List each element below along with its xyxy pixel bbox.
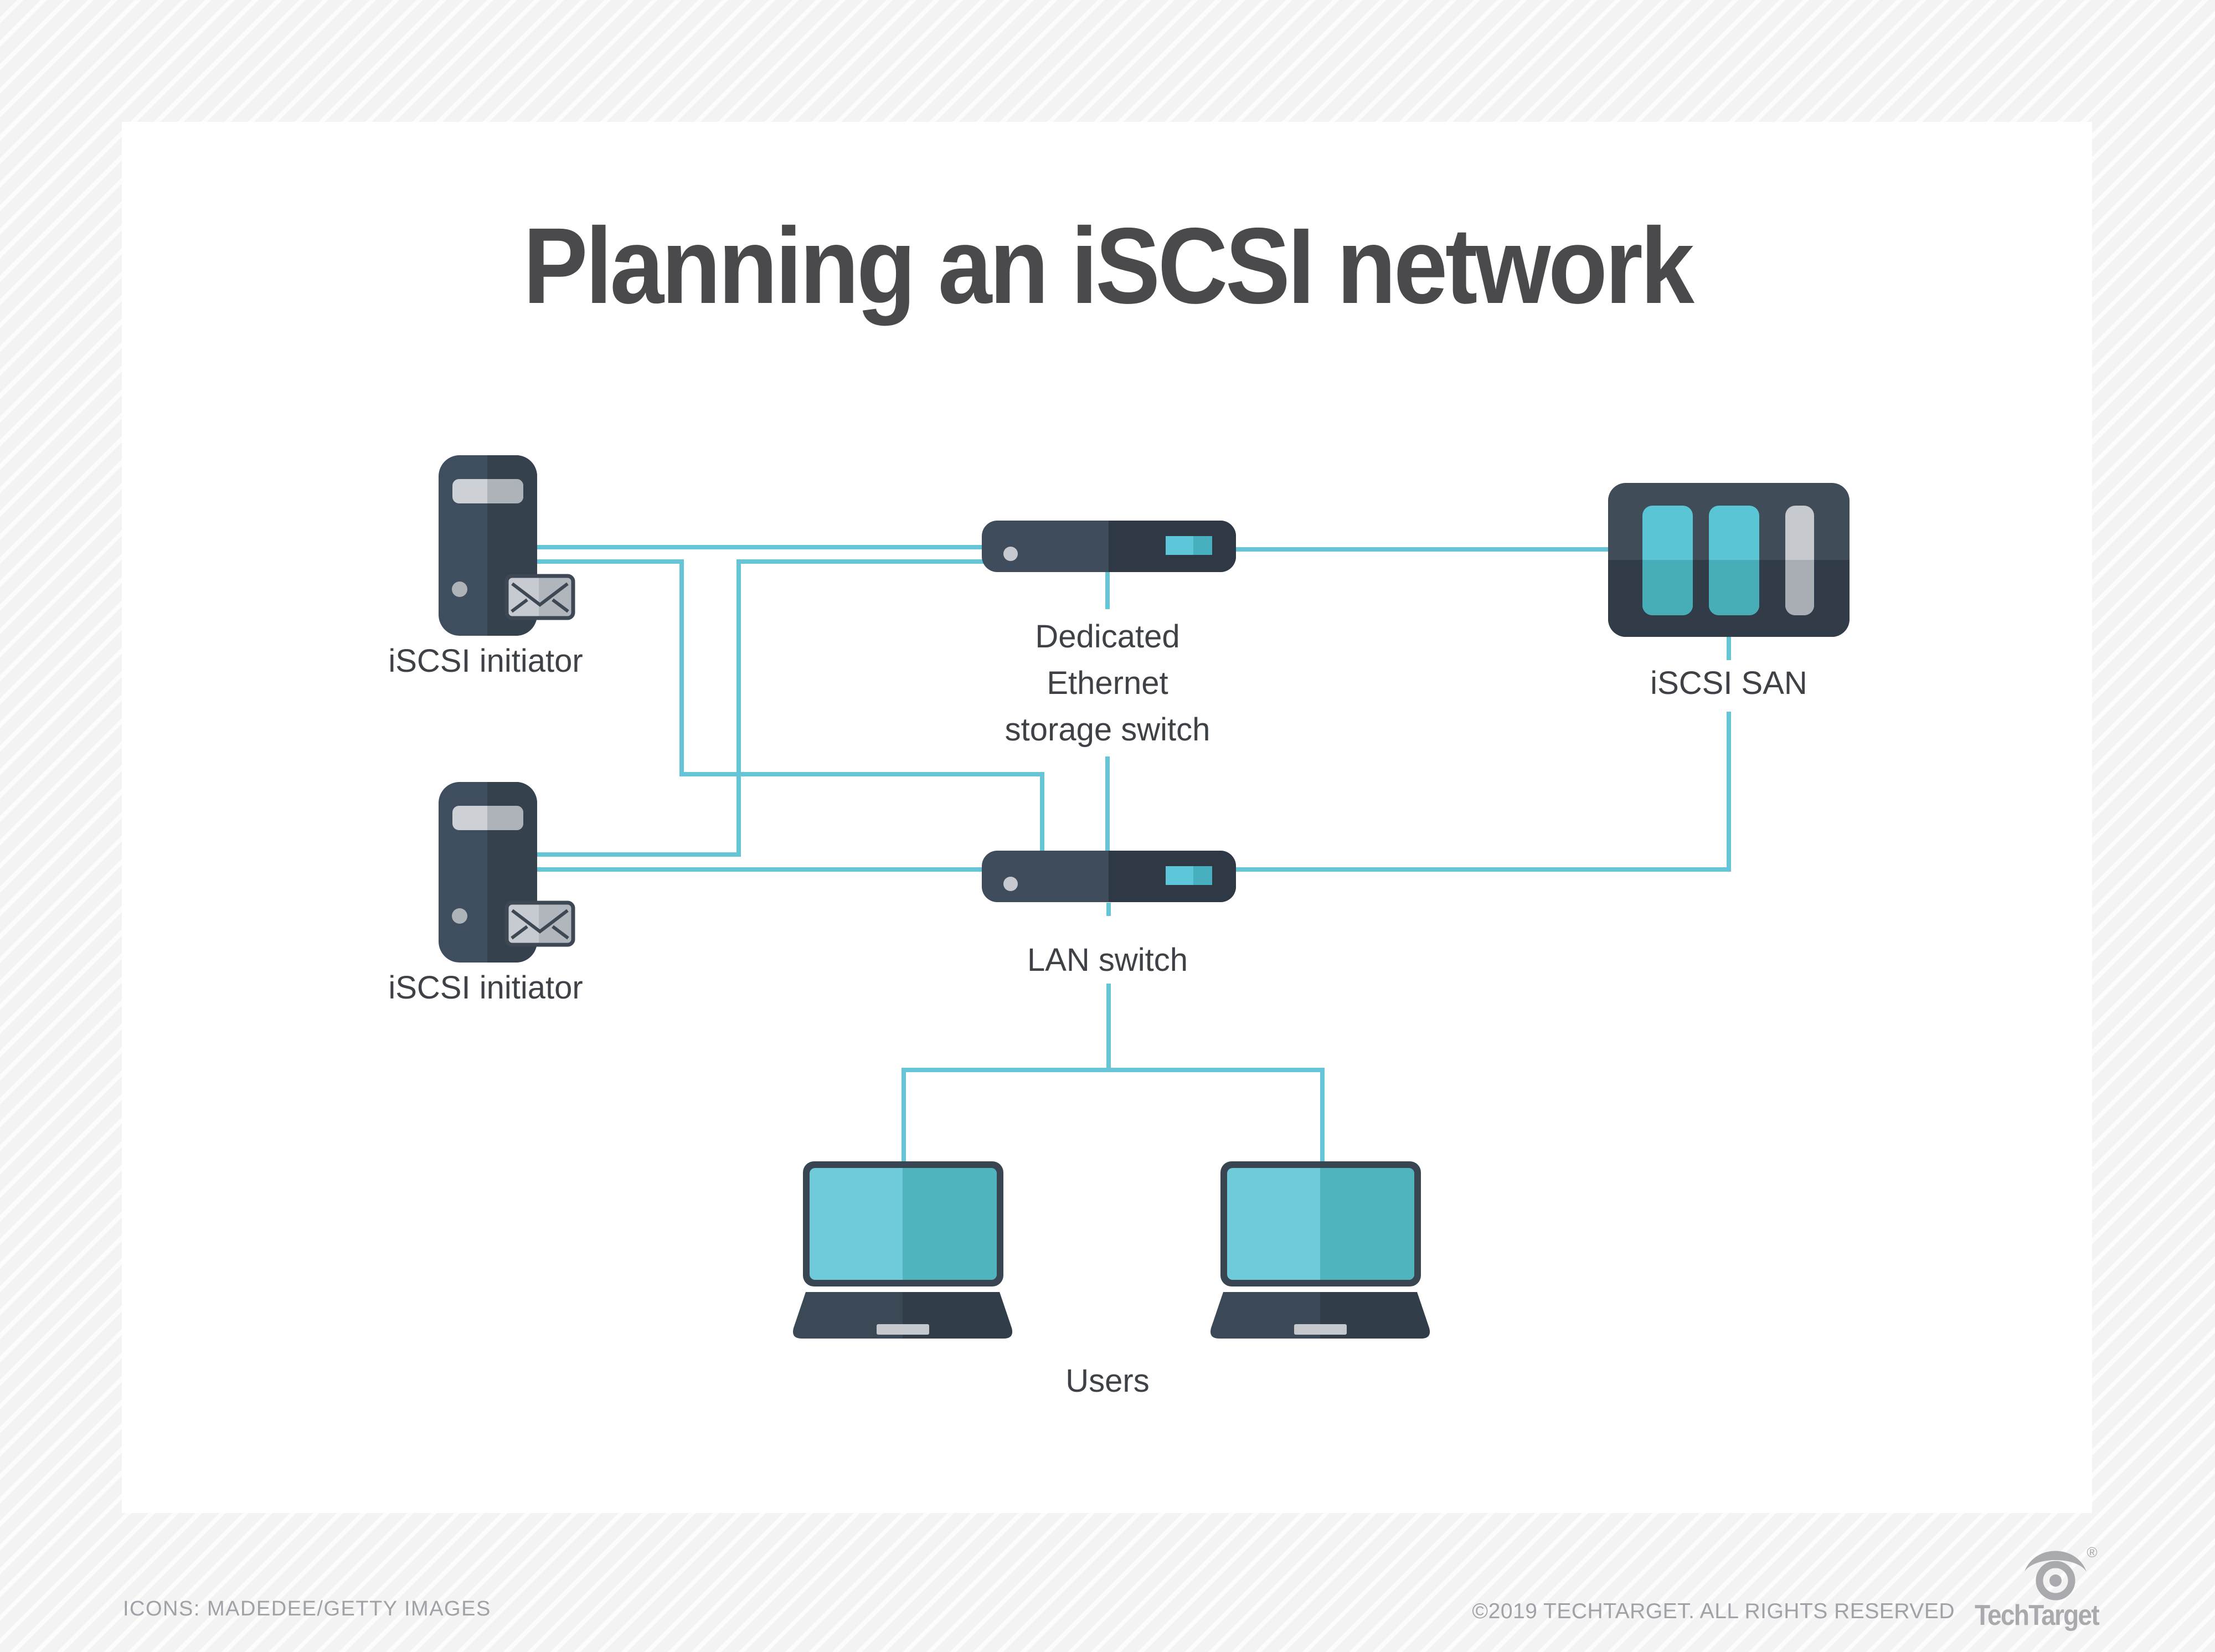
icons-credit-text: ICONS: MADEDEE/GETTY IMAGES xyxy=(123,1597,491,1620)
link-initiator1-lan-switch xyxy=(537,559,1044,853)
user-laptop1-icon xyxy=(793,1161,1012,1339)
techtarget-wordmark: TechTarget xyxy=(1975,1599,2099,1632)
link-initiator2-storage-switch xyxy=(537,559,990,857)
page-title: Planning an iSCSI network xyxy=(523,205,1694,326)
initiator2-server-icon xyxy=(439,782,575,963)
label-users: Users xyxy=(1065,1363,1150,1399)
label-iscsi-san: iSCSI SAN xyxy=(1650,665,1807,701)
laptop-trackpad xyxy=(1294,1324,1347,1335)
switch-button xyxy=(1003,877,1018,891)
san-storage-array-icon xyxy=(1608,483,1850,637)
lan-switch-icon xyxy=(982,851,1236,902)
initiator1-server-icon xyxy=(439,455,575,636)
eye-icon xyxy=(2025,1551,2087,1600)
label-lan-switch: LAN switch xyxy=(1027,942,1188,978)
label-iscsi-initiator-top: iSCSI initiator xyxy=(388,643,583,679)
connection-lines xyxy=(537,545,1731,1163)
server-button xyxy=(452,581,467,597)
techtarget-logo: ® TechTarget xyxy=(1975,1544,2100,1632)
switch-port xyxy=(1166,536,1193,555)
switch-button xyxy=(1003,547,1018,561)
user-laptop2-icon xyxy=(1210,1161,1430,1339)
switch-port xyxy=(1166,866,1193,885)
link-users-tee xyxy=(902,1068,1325,1163)
envelope-icon xyxy=(504,574,575,620)
envelope-icon xyxy=(504,900,575,947)
storage-switch-icon xyxy=(982,521,1236,572)
registered-mark: ® xyxy=(2087,1544,2097,1561)
label-iscsi-initiator-bottom: iSCSI initiator xyxy=(388,970,583,1006)
laptop-trackpad xyxy=(877,1324,929,1335)
server-button xyxy=(452,908,467,924)
label-storage-switch: Dedicated Ethernet storage switch xyxy=(1005,619,1210,748)
copyright-text: ©2019 TECHTARGET. ALL RIGHTS RESERVED xyxy=(1472,1599,1955,1623)
